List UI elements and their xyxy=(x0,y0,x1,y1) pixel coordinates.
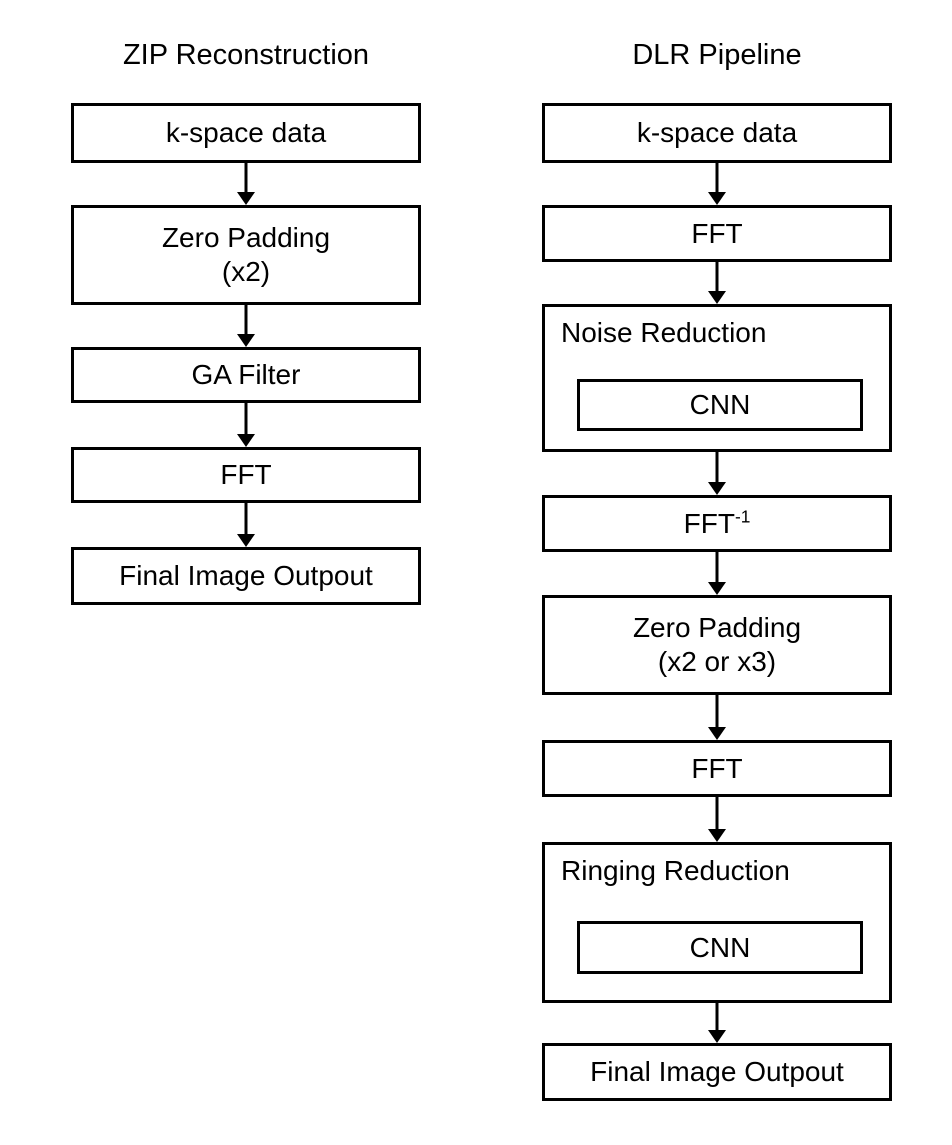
node-label: Zero Padding xyxy=(161,222,331,253)
node-zip-kspace-data: k-space data xyxy=(71,103,421,163)
node-label: Final Image Outpout xyxy=(119,560,373,591)
node-dlr-fft-2: FFT xyxy=(542,740,892,797)
node-dlr-fft-1: FFT xyxy=(542,205,892,262)
superscript: -1 xyxy=(734,506,751,527)
node-zip-fft: FFT xyxy=(71,447,421,503)
node-label: k-space data xyxy=(165,117,327,148)
node-label: FFT xyxy=(691,217,743,249)
node-label: GA Filter xyxy=(191,359,301,390)
node-label: FFT-1 xyxy=(683,506,751,539)
node-zip-zero-padding: Zero Padding (x2) xyxy=(71,205,421,305)
node-dlr-kspace-data: k-space data xyxy=(542,103,892,163)
node-dlr-ringing-reduction: Ringing Reduction CNN xyxy=(542,842,892,1003)
node-label: FFT xyxy=(691,752,743,784)
inner-node-label: CNN xyxy=(689,389,751,420)
column-title-zip: ZIP Reconstruction xyxy=(122,39,370,71)
node-dlr-noise-cnn: CNN xyxy=(577,379,863,431)
node-dlr-ringing-cnn: CNN xyxy=(577,921,863,974)
node-sublabel: (x2 or x3) xyxy=(657,646,777,677)
node-label: FFT xyxy=(220,459,272,490)
node-sublabel: (x2) xyxy=(221,256,271,287)
node-dlr-final-image-output: Final Image Outpout xyxy=(542,1043,892,1101)
node-dlr-noise-reduction: Noise Reduction CNN xyxy=(542,304,892,452)
inner-node-label: CNN xyxy=(689,931,751,963)
node-zip-final-image-output: Final Image Outpout xyxy=(71,547,421,605)
node-label: Ringing Reduction xyxy=(561,855,790,886)
node-dlr-zero-padding: Zero Padding (x2 or x3) xyxy=(542,595,892,695)
node-label: Final Image Outpout xyxy=(590,1056,844,1087)
node-label: Noise Reduction xyxy=(561,317,767,348)
node-zip-ga-filter: GA Filter xyxy=(71,347,421,403)
node-label: Zero Padding xyxy=(632,612,802,643)
node-dlr-inverse-fft: FFT-1 xyxy=(542,495,892,552)
node-label: k-space data xyxy=(636,117,798,148)
column-title-dlr: DLR Pipeline xyxy=(632,39,802,71)
